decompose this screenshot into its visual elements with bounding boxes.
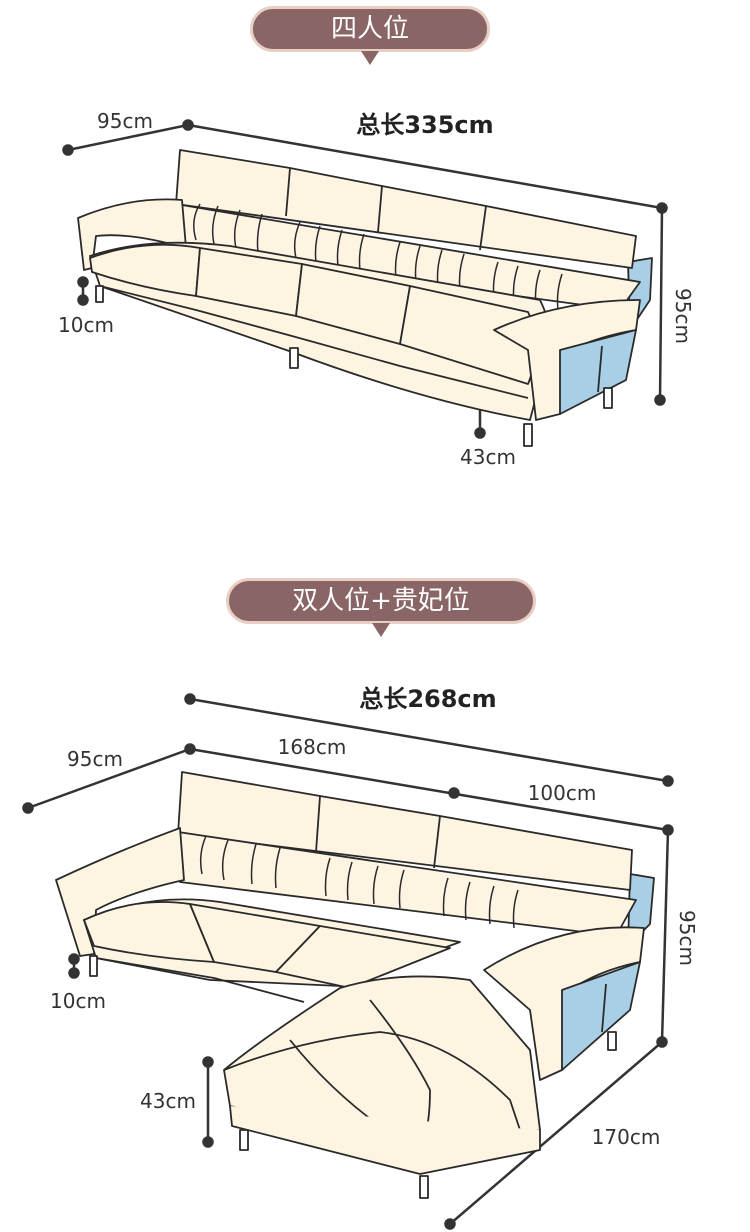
total-length-label: 总长335cm <box>356 111 493 139</box>
section-badge: 双人位+贵妃位 <box>226 578 536 637</box>
badge-label: 四人位 <box>330 14 409 44</box>
total-length-label: 总长268cm <box>359 685 496 713</box>
height-label: 95cm <box>675 910 699 966</box>
four-seat-sofa <box>77 149 653 447</box>
depth-label: 95cm <box>67 747 123 771</box>
badge-pointer <box>372 623 390 637</box>
chaise-section: 双人位+贵妃位 <box>0 570 750 1232</box>
dimension-lines <box>22 693 674 1230</box>
seat-height-label: 43cm <box>460 445 516 469</box>
section-badge: 四人位 <box>250 6 490 65</box>
depth-label: 95cm <box>97 109 153 133</box>
chaise-length-label: 170cm <box>592 1125 661 1149</box>
chaise-sofa-drawing: 总长268cm 95cm 168cm 100cm 95cm 10cm 43cm … <box>22 685 699 1230</box>
chaise-sofa <box>55 771 655 1199</box>
height-label: 95cm <box>671 288 695 344</box>
badge-label: 双人位+贵妃位 <box>292 586 470 616</box>
four-seat-sofa-drawing: 总长335cm 95cm 95cm 10cm 43cm <box>58 109 695 469</box>
leg-height-label: 10cm <box>50 989 106 1013</box>
main-length-label: 168cm <box>278 735 347 759</box>
four-seat-section: 四人位 <box>0 0 750 520</box>
leg-height-label: 10cm <box>58 313 114 337</box>
seat-height-label: 43cm <box>140 1089 196 1113</box>
badge-pointer <box>361 51 379 65</box>
chaise-width-label: 100cm <box>528 781 597 805</box>
